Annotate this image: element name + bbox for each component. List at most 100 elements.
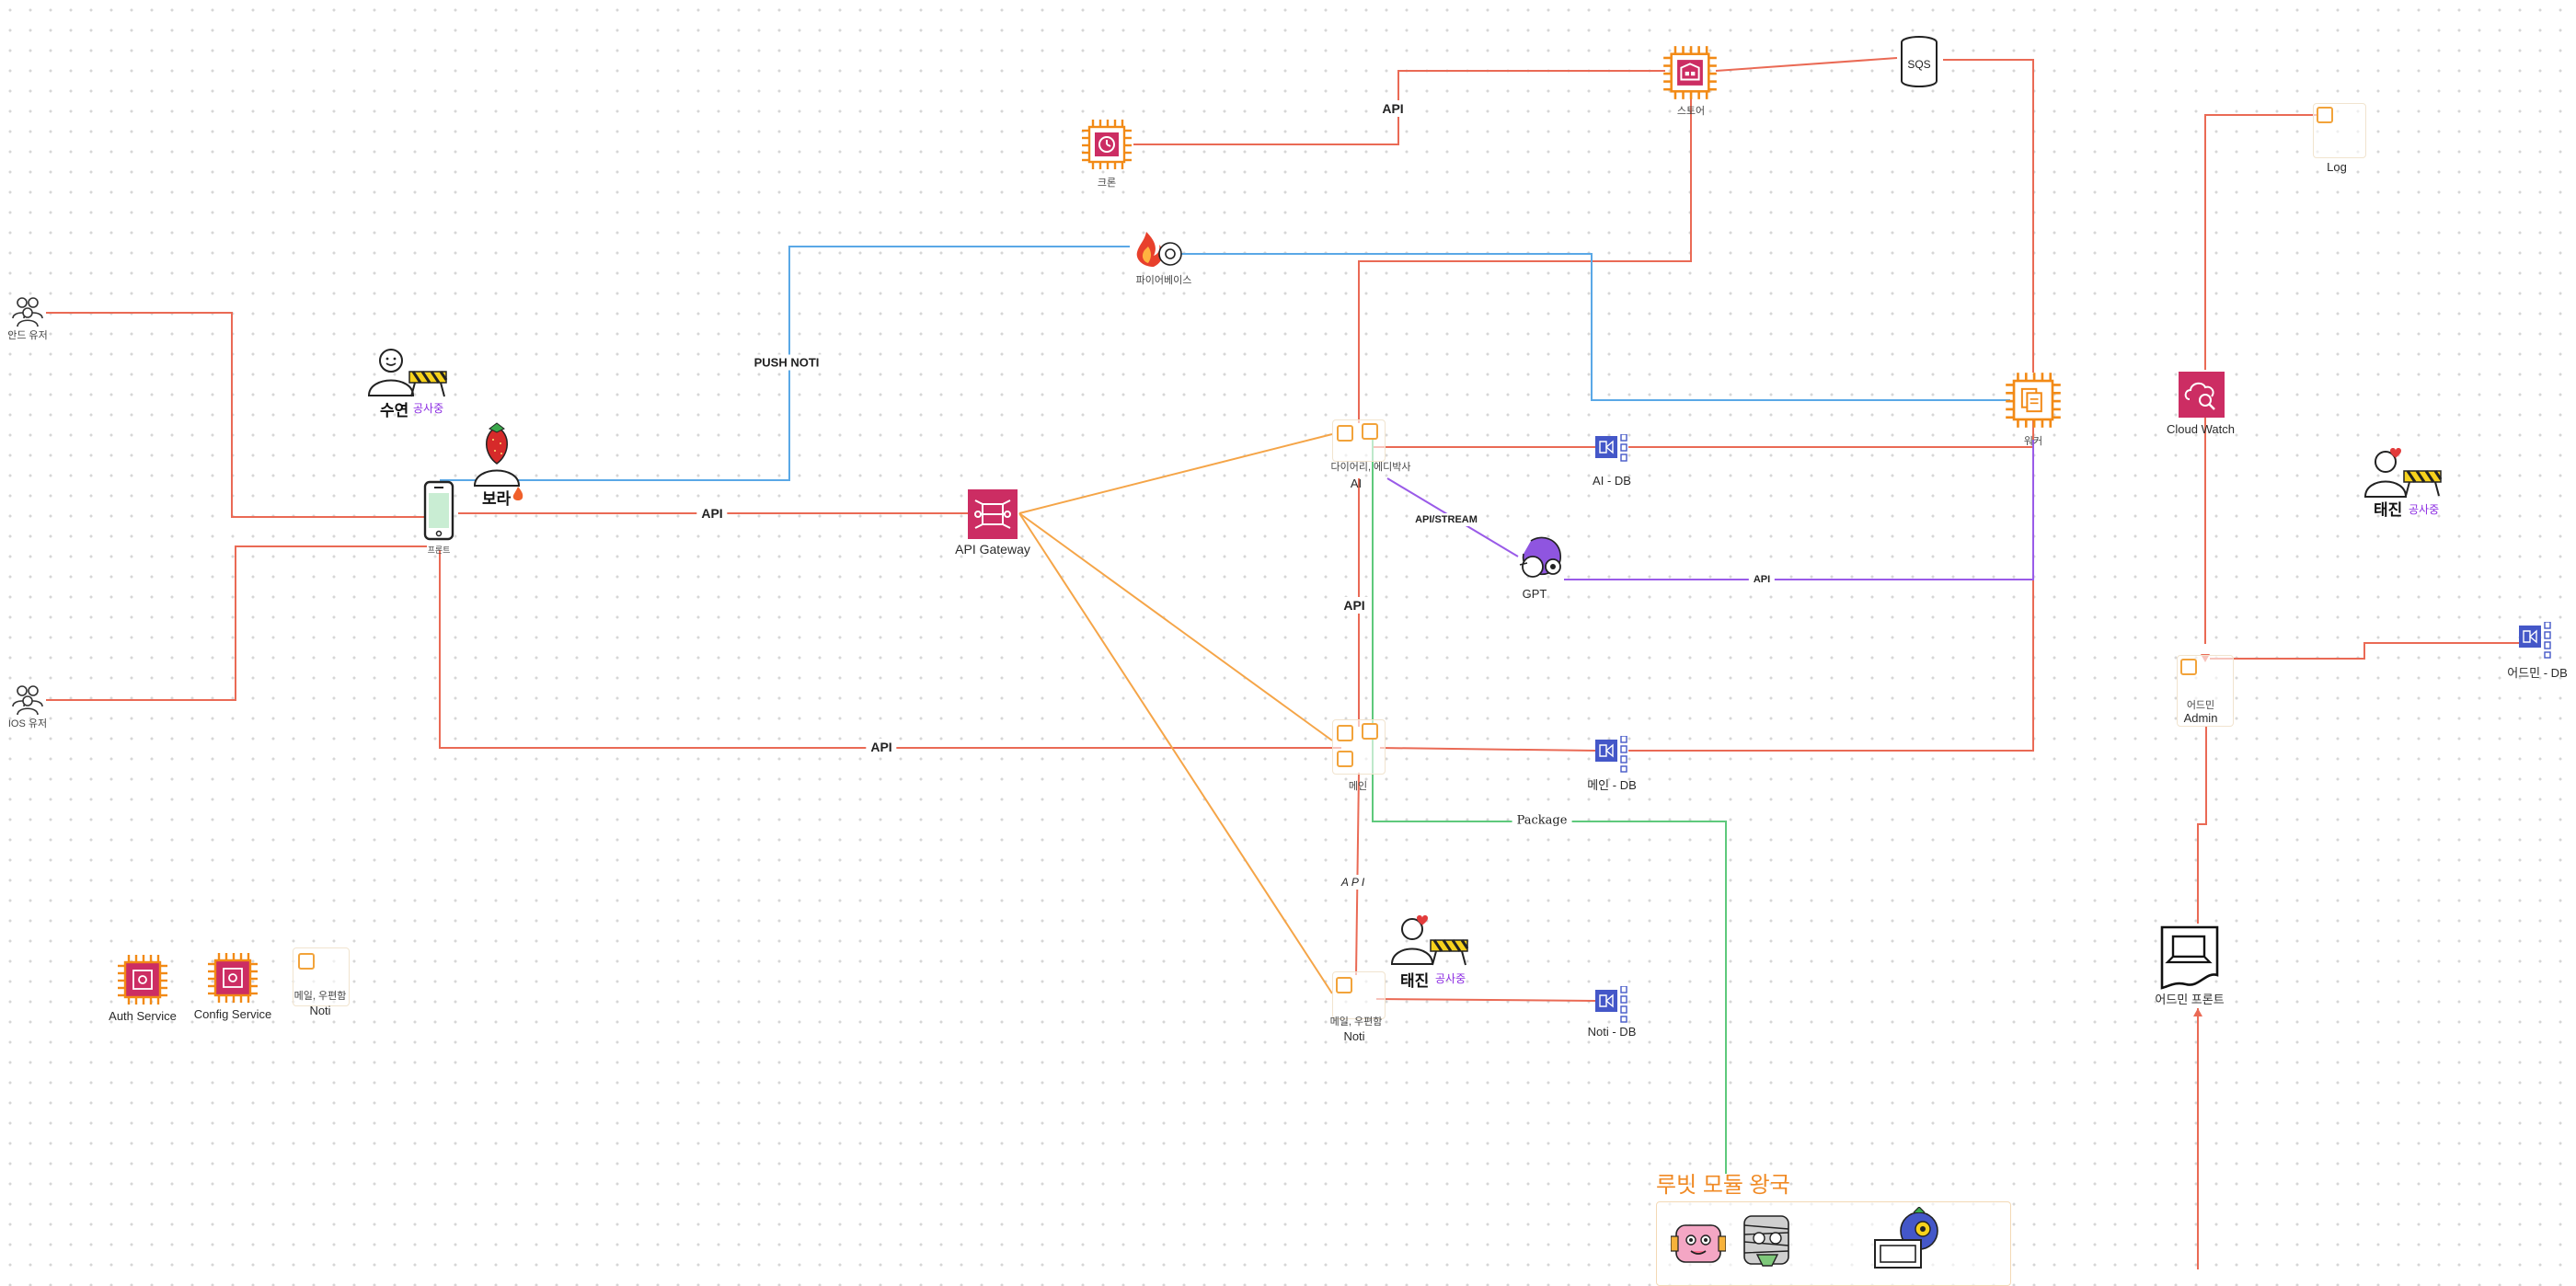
firebase-label: 파이어베이스 [1135, 275, 1192, 286]
api-gateway-node[interactable] [968, 489, 1018, 544]
edge-store-sqs[interactable] [1715, 57, 1898, 72]
android-users-node[interactable] [11, 294, 44, 332]
edge-label-api-cron: API [1377, 100, 1409, 117]
users-icon [12, 297, 43, 327]
gpt-label: GPT [1522, 587, 1547, 601]
compute-chip-icon [118, 955, 167, 1005]
person-icon [1390, 915, 1434, 965]
ios-users-node[interactable] [11, 683, 44, 720]
edge-front-main[interactable] [439, 550, 1341, 749]
ai-db-label: AI - DB [1593, 474, 1631, 488]
ai-label: AI [1350, 477, 1363, 490]
api-gateway-icon [968, 489, 1018, 539]
admin-db-label: 어드민 - DB [2507, 666, 2568, 680]
edge-gateway-main[interactable] [1018, 512, 1333, 741]
edge-main-noti[interactable] [1355, 772, 1360, 976]
edge-gateway-noti[interactable] [1018, 512, 1333, 994]
main-module-2[interactable] [1362, 723, 1378, 740]
database-icon [1595, 433, 1627, 462]
edge-admin-adminfront[interactable] [2197, 727, 2207, 924]
firebase-node[interactable] [1130, 228, 1183, 275]
document-icon [2160, 925, 2219, 990]
store-node[interactable] [1662, 44, 1719, 106]
admin-front-node[interactable] [2158, 924, 2221, 994]
admin-db-node[interactable] [2519, 621, 2554, 663]
edge-worker-maindb[interactable] [1628, 440, 2034, 752]
bora-name: 보라 [482, 490, 512, 508]
noti-label: Noti [1343, 1029, 1365, 1043]
config-service-label: Config Service [193, 1007, 272, 1021]
taejin-avatar-2 [2363, 447, 2409, 503]
blue-edges [440, 246, 2010, 481]
config-service-node[interactable] [206, 951, 259, 1009]
sqs-node[interactable]: SQS [1899, 35, 1939, 93]
cloudwatch-icon [2179, 372, 2225, 418]
blueberry-character-icon [1871, 1206, 1947, 1274]
gpt-icon [1519, 536, 1561, 578]
edge-label-package: Package [1512, 812, 1572, 829]
edge-store-ai[interactable] [1358, 98, 1692, 423]
construction-barrier-icon [1429, 935, 1469, 970]
admin-module[interactable] [2180, 659, 2197, 675]
log-module[interactable] [2317, 107, 2333, 123]
taejin-status-2: 공사중 [2409, 503, 2440, 516]
edge-label-api-main-noti: API [1336, 875, 1373, 890]
android-users-label: 안드 유저 [7, 330, 48, 341]
edge-admin-admindb[interactable] [2210, 642, 2519, 660]
taejin-avatar-1 [1389, 914, 1435, 970]
legend-noti-label: Noti [309, 1004, 331, 1017]
auth-service-node[interactable] [116, 953, 169, 1011]
construction-barrier-icon [2402, 465, 2443, 501]
edge-aidb-worker[interactable] [1628, 419, 2034, 448]
ai-module-2[interactable] [1362, 423, 1378, 440]
compute-chip-icon [208, 953, 258, 1003]
legend-noti-module[interactable] [298, 953, 315, 970]
worker-node[interactable] [2004, 371, 2063, 434]
ai-caption: 다이어리, 에디박사 [1330, 462, 1411, 473]
edge-gpt-worker[interactable] [1564, 440, 2034, 580]
front-node[interactable] [423, 480, 454, 545]
firebase-flame-icon [1136, 232, 1182, 267]
users-icon [12, 685, 43, 716]
noti-db-node[interactable] [1595, 985, 1630, 1028]
compute-chip-icon [1663, 46, 1717, 99]
main-db-label: 메인 - DB [1587, 778, 1637, 792]
api-gateway-label: API Gateway [955, 542, 1030, 557]
cloudwatch-node[interactable] [2179, 372, 2225, 422]
edge-main-maindb[interactable] [1379, 747, 1596, 752]
compute-chip-icon [1082, 120, 1132, 169]
mobile-phone-icon [423, 480, 454, 541]
edge-sqs-worker[interactable] [1943, 59, 2034, 373]
main-module-3[interactable] [1337, 751, 1353, 767]
store-label: 스토어 [1676, 106, 1706, 117]
cron-node[interactable] [1080, 118, 1133, 176]
edge-android-front[interactable] [46, 312, 427, 518]
construction-barrier-icon [408, 366, 448, 402]
ai-db-node[interactable] [1595, 433, 1630, 466]
main-module-1[interactable] [1337, 725, 1353, 741]
front-label: 프론트 [427, 545, 451, 555]
admin-label: Admin [2183, 711, 2218, 725]
main-db-node[interactable] [1595, 735, 1630, 777]
cron-label: 크론 [1097, 178, 1117, 189]
bora-avatar [471, 421, 523, 492]
edge-cloudwatch-log[interactable] [2204, 114, 2322, 370]
compute-chip-icon [2006, 373, 2061, 428]
edge-gateway-ai[interactable] [1018, 433, 1333, 514]
taejin-name-1: 태진 [1400, 972, 1430, 990]
main-label: 메인 [1348, 781, 1368, 792]
admin-caption: 어드민 [2186, 700, 2215, 711]
database-icon: SQS [1901, 36, 1938, 87]
edge-firebase-worker[interactable] [1181, 253, 2010, 401]
ai-module-1[interactable] [1337, 425, 1353, 442]
taejin-name-2: 태진 [2374, 501, 2403, 519]
log-label: Log [2327, 160, 2347, 174]
edge-ios-front[interactable] [46, 545, 427, 701]
noti-module-1[interactable] [1336, 977, 1352, 993]
edge-noti-notidb[interactable] [1375, 998, 1596, 1002]
edge-label-api-stream: API/STREAM [1410, 513, 1482, 526]
taejin-status-1: 공사중 [1435, 972, 1466, 985]
gpt-node[interactable] [1516, 535, 1568, 588]
